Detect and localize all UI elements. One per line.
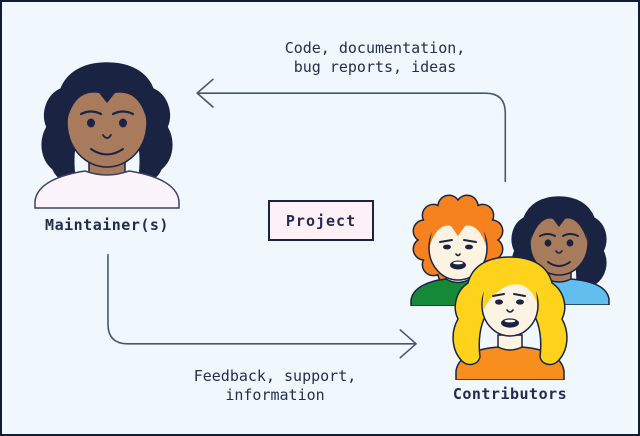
project-label: Project xyxy=(285,211,357,230)
contributors-label: Contributors xyxy=(452,385,568,403)
top-flow-label: Code, documentation, bug reports, ideas xyxy=(284,39,466,76)
contributor-avatar-blonde-hair xyxy=(452,256,568,380)
top-arrow xyxy=(196,78,507,183)
bottom-flow-label: Feedback, support, information xyxy=(193,367,357,404)
bottom-arrow xyxy=(107,253,417,359)
maintainer-avatar xyxy=(34,62,180,209)
project-box: Project xyxy=(268,200,374,241)
maintainer-label: Maintainer(s) xyxy=(45,216,169,234)
